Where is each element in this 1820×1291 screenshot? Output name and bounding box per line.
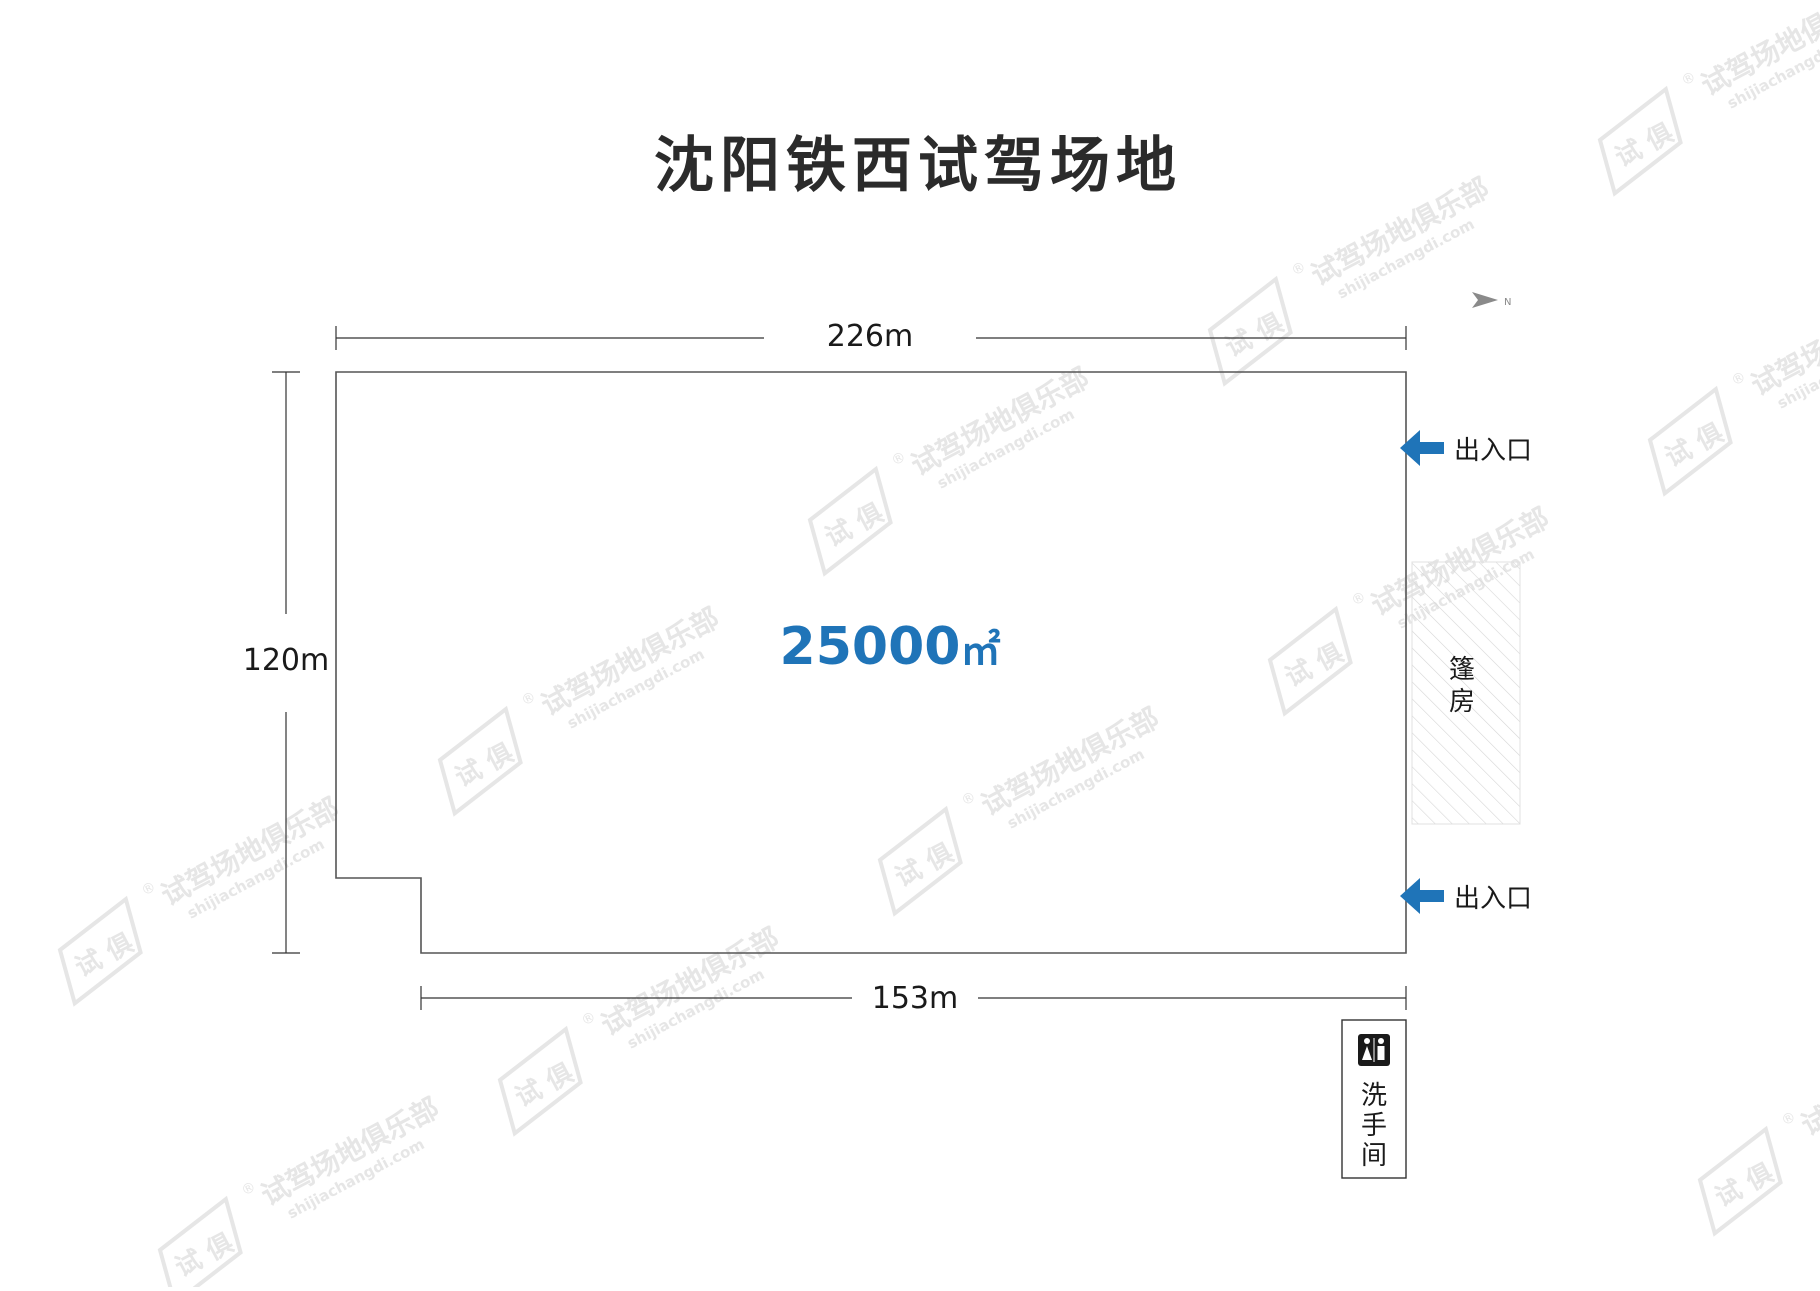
tent-label-char-1: 篷 bbox=[1449, 655, 1475, 685]
watermark-registered: ® bbox=[1289, 259, 1309, 280]
left-dimension-line bbox=[272, 371, 300, 954]
watermark-mark-box bbox=[157, 1195, 243, 1291]
watermark-registered: ® bbox=[139, 879, 159, 900]
watermark-registered: ® bbox=[239, 1179, 259, 1200]
bottom-dimension-line bbox=[420, 986, 1407, 1010]
area-label: 25000㎡ bbox=[780, 617, 1001, 677]
restroom-icon bbox=[1358, 1034, 1390, 1066]
entrance-arrow-icon bbox=[1400, 430, 1444, 466]
compass-label: N bbox=[1504, 297, 1511, 308]
watermark-registered: ® bbox=[579, 1009, 599, 1030]
watermark-mark-box bbox=[57, 895, 143, 1007]
watermark-mark-box bbox=[437, 705, 523, 817]
entrance-label-2: 出入口 bbox=[1454, 884, 1532, 914]
watermark-registered: ® bbox=[519, 689, 539, 710]
site-boundary bbox=[335, 371, 1407, 954]
watermark-mark-box bbox=[497, 1025, 583, 1137]
tent-label-char-2: 房 bbox=[1449, 687, 1475, 717]
watermark-registered: ® bbox=[889, 449, 909, 470]
restroom-label-char-1: 洗 bbox=[1361, 1081, 1387, 1111]
watermark-mark-box bbox=[807, 465, 893, 577]
watermark-brand: 试驾场地俱乐部 bbox=[1796, 1021, 1820, 1142]
left-dimension-label: 120m bbox=[243, 643, 329, 678]
watermark-registered: ® bbox=[1679, 69, 1699, 90]
restroom-label-char-3: 间 bbox=[1361, 1141, 1387, 1171]
north-arrow-icon bbox=[1472, 292, 1498, 308]
tent-area bbox=[1411, 561, 1521, 825]
watermark-mark-box bbox=[1647, 385, 1733, 497]
bottom-dimension-label: 153m bbox=[872, 981, 958, 1016]
restroom-label-char-2: 手 bbox=[1361, 1111, 1387, 1141]
watermark-registered: ® bbox=[1349, 589, 1369, 610]
watermark-registered: ® bbox=[959, 789, 979, 810]
area-value: 25000 bbox=[780, 617, 961, 677]
top-dimension-line bbox=[335, 326, 1407, 350]
area-unit: ㎡ bbox=[960, 628, 1000, 674]
watermark-registered: ® bbox=[1779, 1109, 1799, 1130]
entrance-arrow-icon bbox=[1400, 878, 1444, 914]
watermark-mark-box bbox=[1207, 275, 1293, 387]
watermark-registered: ® bbox=[1729, 369, 1749, 390]
watermark-mark-box bbox=[877, 805, 963, 917]
watermark-mark-box bbox=[1597, 85, 1683, 197]
entrance-label-1: 出入口 bbox=[1454, 436, 1532, 466]
page-title: 沈阳铁西试驾场地 bbox=[654, 131, 1182, 201]
top-dimension-label: 226m bbox=[827, 319, 913, 354]
watermark-mark-box bbox=[1267, 605, 1353, 717]
watermark-mark-box bbox=[1697, 1125, 1783, 1237]
